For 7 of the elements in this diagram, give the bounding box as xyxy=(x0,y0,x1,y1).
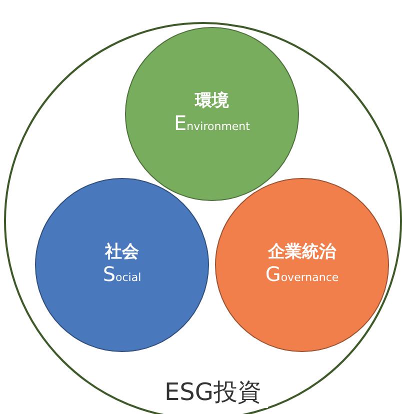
circle-heading: 社会 xyxy=(105,241,139,263)
circle-subtitle: Environment xyxy=(174,112,250,137)
circle-subtitle: Social xyxy=(102,263,142,288)
circle-heading: 企業統治 xyxy=(268,241,336,263)
circle-subtitle: Governance xyxy=(265,263,339,288)
enclosing-circle xyxy=(4,22,402,414)
circle-heading: 環境 xyxy=(195,90,229,112)
